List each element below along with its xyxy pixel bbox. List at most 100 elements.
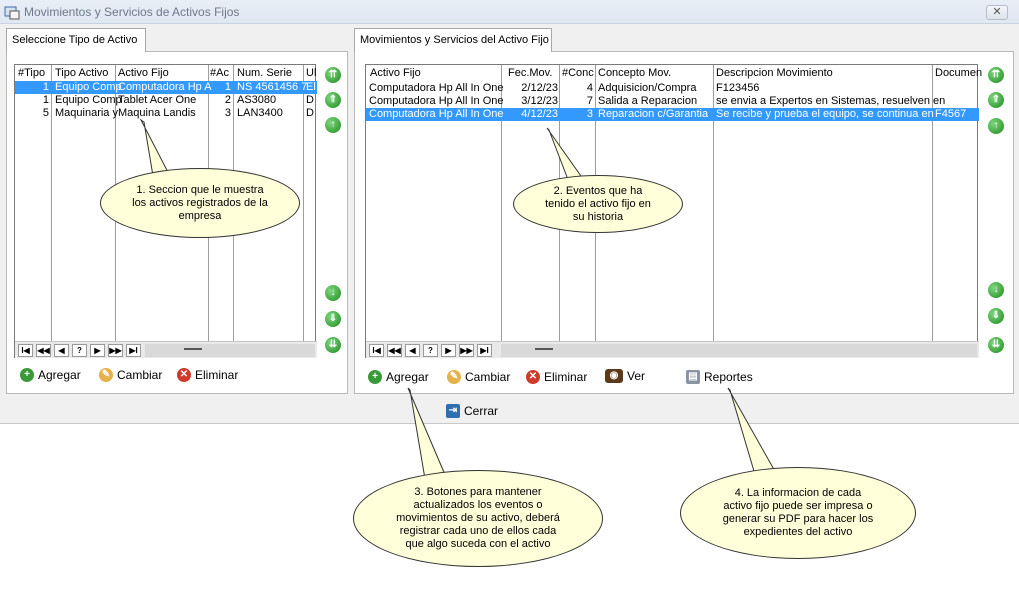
left-delete-button[interactable]: ✕Eliminar: [177, 367, 238, 385]
page-up-icon[interactable]: ⇑: [325, 92, 341, 108]
right-change-button[interactable]: ✎Cambiar: [447, 369, 510, 387]
exit-door-icon: ⇥: [446, 403, 460, 418]
window-close-button[interactable]: ✕: [986, 5, 1008, 20]
table-cell[interactable]: D: [306, 107, 314, 119]
move-down-icon[interactable]: ↓: [325, 285, 341, 301]
nav-prev-page-button[interactable]: ◀◀: [387, 344, 402, 357]
table-cell[interactable]: 4: [586, 82, 593, 94]
table-cell[interactable]: 1: [42, 94, 49, 106]
nav-first-button[interactable]: I◀: [369, 344, 384, 357]
col-header[interactable]: Num. Serie: [237, 67, 293, 79]
left-change-button[interactable]: ✎Cambiar: [99, 367, 162, 385]
table-cell[interactable]: 2: [224, 94, 231, 106]
table-cell[interactable]: Adquisicion/Compra: [598, 82, 697, 94]
table-cell[interactable]: AS3080: [237, 94, 277, 106]
table-cell[interactable]: Reparacion c/Garantia: [598, 108, 709, 120]
table-cell[interactable]: 1: [42, 81, 49, 93]
table-cell[interactable]: 7: [586, 95, 593, 107]
nav-help-button[interactable]: ?: [423, 344, 438, 357]
app-icon: [4, 6, 20, 20]
table-cell[interactable]: F123456: [716, 82, 760, 94]
horizontal-scrollbar[interactable]: [501, 344, 977, 357]
table-cell[interactable]: NS 4561456 7: [237, 81, 308, 93]
table-cell[interactable]: Computadora Hp All In One: [369, 82, 504, 94]
move-down-icon[interactable]: ↓: [988, 282, 1004, 298]
col-header[interactable]: Activo Fijo: [370, 67, 421, 79]
table-cell[interactable]: 4/12/23: [521, 108, 558, 120]
delete-icon: ✕: [177, 367, 191, 382]
page-up-icon[interactable]: ⇑: [988, 92, 1004, 108]
move-bottom-icon[interactable]: ⇊: [325, 337, 341, 353]
nav-next-button[interactable]: ▶: [90, 344, 105, 357]
table-cell[interactable]: Se recibe y prueba el equipo, se continu…: [716, 108, 934, 120]
col-header[interactable]: #Ac: [210, 67, 229, 79]
plus-icon: +: [20, 367, 34, 382]
nav-first-button[interactable]: I◀: [18, 344, 33, 357]
scrollbar-thumb[interactable]: [184, 348, 202, 350]
move-top-icon[interactable]: ⇈: [988, 67, 1004, 83]
printer-icon: ▤: [686, 369, 700, 384]
table-cell[interactable]: F4567: [935, 108, 967, 120]
table-cell[interactable]: Maquinaria y: [55, 107, 118, 119]
col-header[interactable]: Documen: [935, 67, 983, 79]
table-cell[interactable]: Equipo Comp: [55, 94, 122, 106]
table-cell[interactable]: LAN3400: [237, 107, 283, 119]
col-header[interactable]: Descripcion Movimiento: [716, 67, 833, 79]
table-cell[interactable]: Salida a Reparacion: [598, 95, 698, 107]
nav-last-button[interactable]: ▶I: [126, 344, 141, 357]
plus-icon: +: [368, 369, 382, 384]
move-up-icon[interactable]: ↑: [325, 117, 341, 133]
col-header[interactable]: Ul: [306, 67, 317, 79]
col-header[interactable]: #Conc: [562, 67, 594, 79]
right-add-button[interactable]: +Agregar: [368, 369, 429, 387]
selected-row-highlight: [15, 81, 317, 94]
tab-movimientos[interactable]: Movimientos y Servicios del Activo Fijo: [354, 28, 552, 52]
callout-maintenance-buttons: 3. Botones para mantener actualizados lo…: [353, 470, 603, 567]
record-navigator: I◀ ◀◀ ◀ ? ▶ ▶▶ ▶I: [366, 341, 979, 358]
table-cell[interactable]: Computadora Hp A: [118, 81, 212, 93]
table-cell[interactable]: 3: [586, 108, 593, 120]
move-bottom-icon[interactable]: ⇊: [988, 337, 1004, 353]
nav-prev-page-button[interactable]: ◀◀: [36, 344, 51, 357]
right-delete-button[interactable]: ✕Eliminar: [526, 369, 587, 387]
nav-next-page-button[interactable]: ▶▶: [459, 344, 474, 357]
scrollbar-thumb[interactable]: [535, 348, 553, 350]
nav-last-button[interactable]: ▶I: [477, 344, 492, 357]
col-header[interactable]: Fec.Mov.: [508, 67, 553, 79]
left-add-button[interactable]: +Agregar: [20, 367, 81, 385]
table-cell[interactable]: 3/12/23: [521, 95, 558, 107]
cerrar-button[interactable]: ⇥Cerrar: [446, 403, 498, 421]
horizontal-scrollbar[interactable]: [145, 344, 315, 357]
col-header[interactable]: #Tipo: [18, 67, 46, 79]
nav-next-button[interactable]: ▶: [441, 344, 456, 357]
table-cell[interactable]: 3: [224, 107, 231, 119]
main-window: Movimientos y Servicios de Activos Fijos…: [0, 0, 1019, 424]
table-cell[interactable]: D: [306, 94, 314, 106]
delete-icon: ✕: [526, 369, 540, 384]
view-button[interactable]: ◉Ver: [605, 368, 645, 386]
tab-tipo-activo[interactable]: Seleccione Tipo de Activo: [6, 28, 146, 52]
move-up-icon[interactable]: ↑: [988, 118, 1004, 134]
nav-prev-button[interactable]: ◀: [405, 344, 420, 357]
table-cell[interactable]: El: [306, 81, 316, 93]
table-cell[interactable]: Computadora Hp All In One: [369, 108, 504, 120]
page-down-icon[interactable]: ⇓: [325, 311, 341, 327]
col-header[interactable]: Tipo Activo: [55, 67, 109, 79]
table-cell[interactable]: Computadora Hp All In One: [369, 95, 504, 107]
move-top-icon[interactable]: ⇈: [325, 67, 341, 83]
nav-help-button[interactable]: ?: [72, 344, 87, 357]
page-down-icon[interactable]: ⇓: [988, 308, 1004, 324]
table-cell[interactable]: Tablet Acer One: [118, 94, 197, 106]
table-cell[interactable]: 2/12/23: [521, 82, 558, 94]
nav-prev-button[interactable]: ◀: [54, 344, 69, 357]
table-cell[interactable]: Equipo Comp: [55, 81, 122, 93]
reports-button[interactable]: ▤Reportes: [686, 369, 753, 387]
col-header[interactable]: Concepto Mov.: [598, 67, 672, 79]
table-cell[interactable]: 5: [42, 107, 49, 119]
table-cell[interactable]: Maquina Landis: [118, 107, 196, 119]
table-cell[interactable]: se envia a Expertos en Sistemas, resuelv…: [716, 95, 946, 107]
col-header[interactable]: Activo Fijo: [118, 67, 169, 79]
edit-icon: ✎: [99, 367, 113, 382]
nav-next-page-button[interactable]: ▶▶: [108, 344, 123, 357]
table-cell[interactable]: 1: [224, 81, 231, 93]
